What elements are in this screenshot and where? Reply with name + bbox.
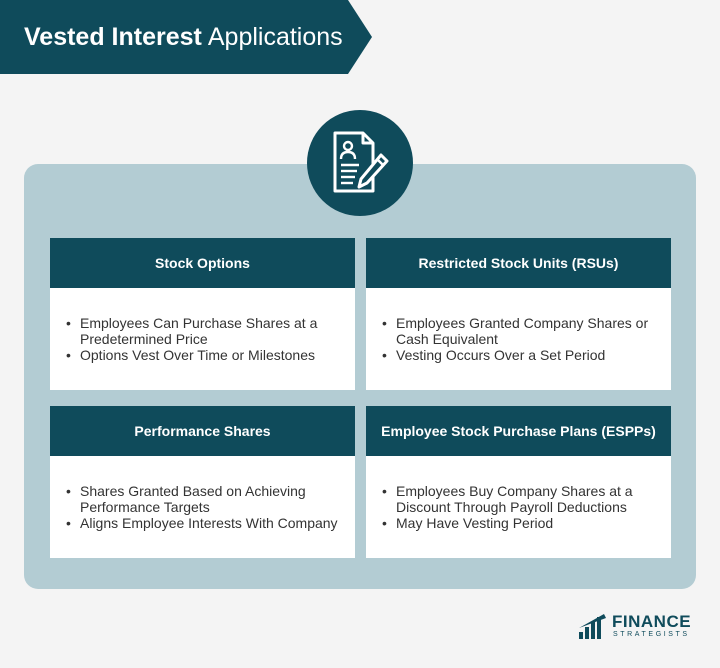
logo-main-text: FINANCE <box>612 612 692 631</box>
title-light: Applications <box>207 22 343 51</box>
bullet-item: May Have Vesting Period <box>380 515 661 531</box>
logo-mark-icon <box>579 614 606 639</box>
card-stock-options: Stock Options Employees Can Purchase Sha… <box>50 238 355 390</box>
bullet-item: Vesting Occurs Over a Set Period <box>380 347 661 363</box>
logo-sub-text: STRATEGISTS <box>613 631 690 638</box>
card-rsus: Restricted Stock Units (RSUs) Employees … <box>366 238 671 390</box>
card-body: Employees Granted Company Shares or Cash… <box>366 288 671 390</box>
bullet-item: Employees Granted Company Shares or Cash… <box>380 315 661 347</box>
bullet-list: Employees Buy Company Shares at a Discou… <box>380 483 661 531</box>
bullet-item: Aligns Employee Interests With Company <box>64 515 345 531</box>
title-banner: Vested Interest Applications <box>0 0 372 74</box>
card-header: Employee Stock Purchase Plans (ESPPs) <box>366 406 671 456</box>
card-performance-shares: Performance Shares Shares Granted Based … <box>50 406 355 558</box>
card-body: Employees Can Purchase Shares at a Prede… <box>50 288 355 390</box>
document-icon-graphic <box>333 131 389 193</box>
bullet-item: Employees Buy Company Shares at a Discou… <box>380 483 661 515</box>
bullet-item: Employees Can Purchase Shares at a Prede… <box>64 315 345 347</box>
card-header: Performance Shares <box>50 406 355 456</box>
bullet-item: Options Vest Over Time or Milestones <box>64 347 345 363</box>
card-espps: Employee Stock Purchase Plans (ESPPs) Em… <box>366 406 671 558</box>
logo-text: FINANCE STRATEGISTS <box>612 613 691 639</box>
bullet-list: Employees Granted Company Shares or Cash… <box>380 315 661 363</box>
card-body: Shares Granted Based on Achieving Perfor… <box>50 456 355 558</box>
bullet-list: Shares Granted Based on Achieving Perfor… <box>64 483 345 531</box>
card-header: Stock Options <box>50 238 355 288</box>
card-body: Employees Buy Company Shares at a Discou… <box>366 456 671 558</box>
card-header: Restricted Stock Units (RSUs) <box>366 238 671 288</box>
title-bold: Vested Interest <box>24 22 202 51</box>
document-with-pencil-icon <box>307 110 413 216</box>
bullet-list: Employees Can Purchase Shares at a Prede… <box>64 315 345 363</box>
finance-strategists-logo: FINANCE STRATEGISTS <box>578 612 691 640</box>
bullet-item: Shares Granted Based on Achieving Perfor… <box>64 483 345 515</box>
